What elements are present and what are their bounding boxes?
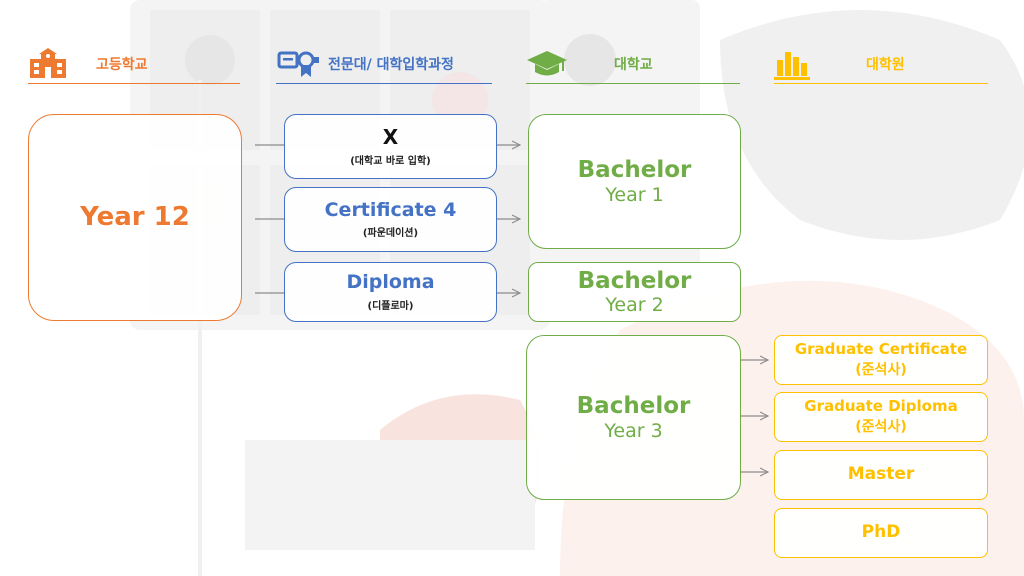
header-underline (774, 83, 988, 84)
bachelor-year-label: Year 2 (605, 294, 664, 317)
bachelor-title: Bachelor (577, 267, 692, 294)
postgrad-label: Graduate Diploma (804, 397, 958, 416)
bachelor-year-1-box: Bachelor Year 1 (528, 114, 741, 249)
header-university: 대학교 (526, 44, 740, 84)
postgrad-label: Graduate Certificate (794, 340, 968, 359)
header-pathway: 전문대/ 대학입학과정 (276, 44, 492, 84)
postgrad-sublabel: (준석사) (855, 418, 907, 435)
pathway-diploma-box: Diploma (디플로마) (284, 262, 497, 322)
header-underline (28, 83, 240, 84)
pathway-certificate-label: Certificate 4 (324, 198, 457, 221)
bachelor-title: Bachelor (576, 393, 691, 420)
pathway-diploma-label: Diploma (346, 271, 435, 294)
certificate-ribbon-icon (277, 51, 319, 77)
graduation-cap-icon (527, 51, 567, 76)
bachelor-year-2-box: Bachelor Year 2 (528, 262, 741, 322)
pathway-certificate-box: Certificate 4 (파운데이션) (284, 187, 497, 252)
header-pathway-label: 전문대/ 대학입학과정 (328, 57, 454, 73)
pathway-direct-box: X (대학교 바로 입학) (284, 114, 497, 179)
header-university-label: 대학교 (614, 57, 653, 73)
postgrad-sublabel: (준석사) (855, 361, 907, 378)
header-graduate-school: 대학원 (774, 44, 988, 84)
postgrad-graduate-certificate-box: Graduate Certificate (준석사) (774, 335, 988, 385)
bachelor-year-label: Year 3 (604, 419, 663, 442)
pathway-direct-label: X (382, 125, 399, 149)
bachelor-year-label: Year 1 (605, 183, 664, 206)
school-building-icon (30, 48, 66, 78)
bachelor-title: Bachelor (577, 157, 692, 184)
pathway-direct-sublabel: (대학교 바로 입학) (350, 156, 431, 167)
postgrad-phd-box: PhD (774, 508, 988, 558)
header-graduate-school-label: 대학원 (866, 57, 905, 73)
header-underline (276, 83, 492, 84)
year-12-label: Year 12 (80, 201, 190, 232)
postgrad-master-box: Master (774, 450, 988, 500)
postgrad-graduate-diploma-box: Graduate Diploma (준석사) (774, 392, 988, 442)
header-underline (526, 83, 740, 84)
bar-chart-icon (774, 52, 810, 80)
header-high-school: 고등학교 (28, 44, 240, 84)
year-12-box: Year 12 (28, 114, 242, 321)
postgrad-label: PhD (861, 522, 901, 543)
postgrad-label: Master (847, 464, 915, 485)
bachelor-year-3-box: Bachelor Year 3 (526, 335, 741, 500)
pathway-diploma-sublabel: (디플로마) (367, 300, 414, 312)
header-high-school-label: 고등학교 (96, 57, 148, 73)
pathway-certificate-sublabel: (파운데이션) (362, 228, 419, 240)
